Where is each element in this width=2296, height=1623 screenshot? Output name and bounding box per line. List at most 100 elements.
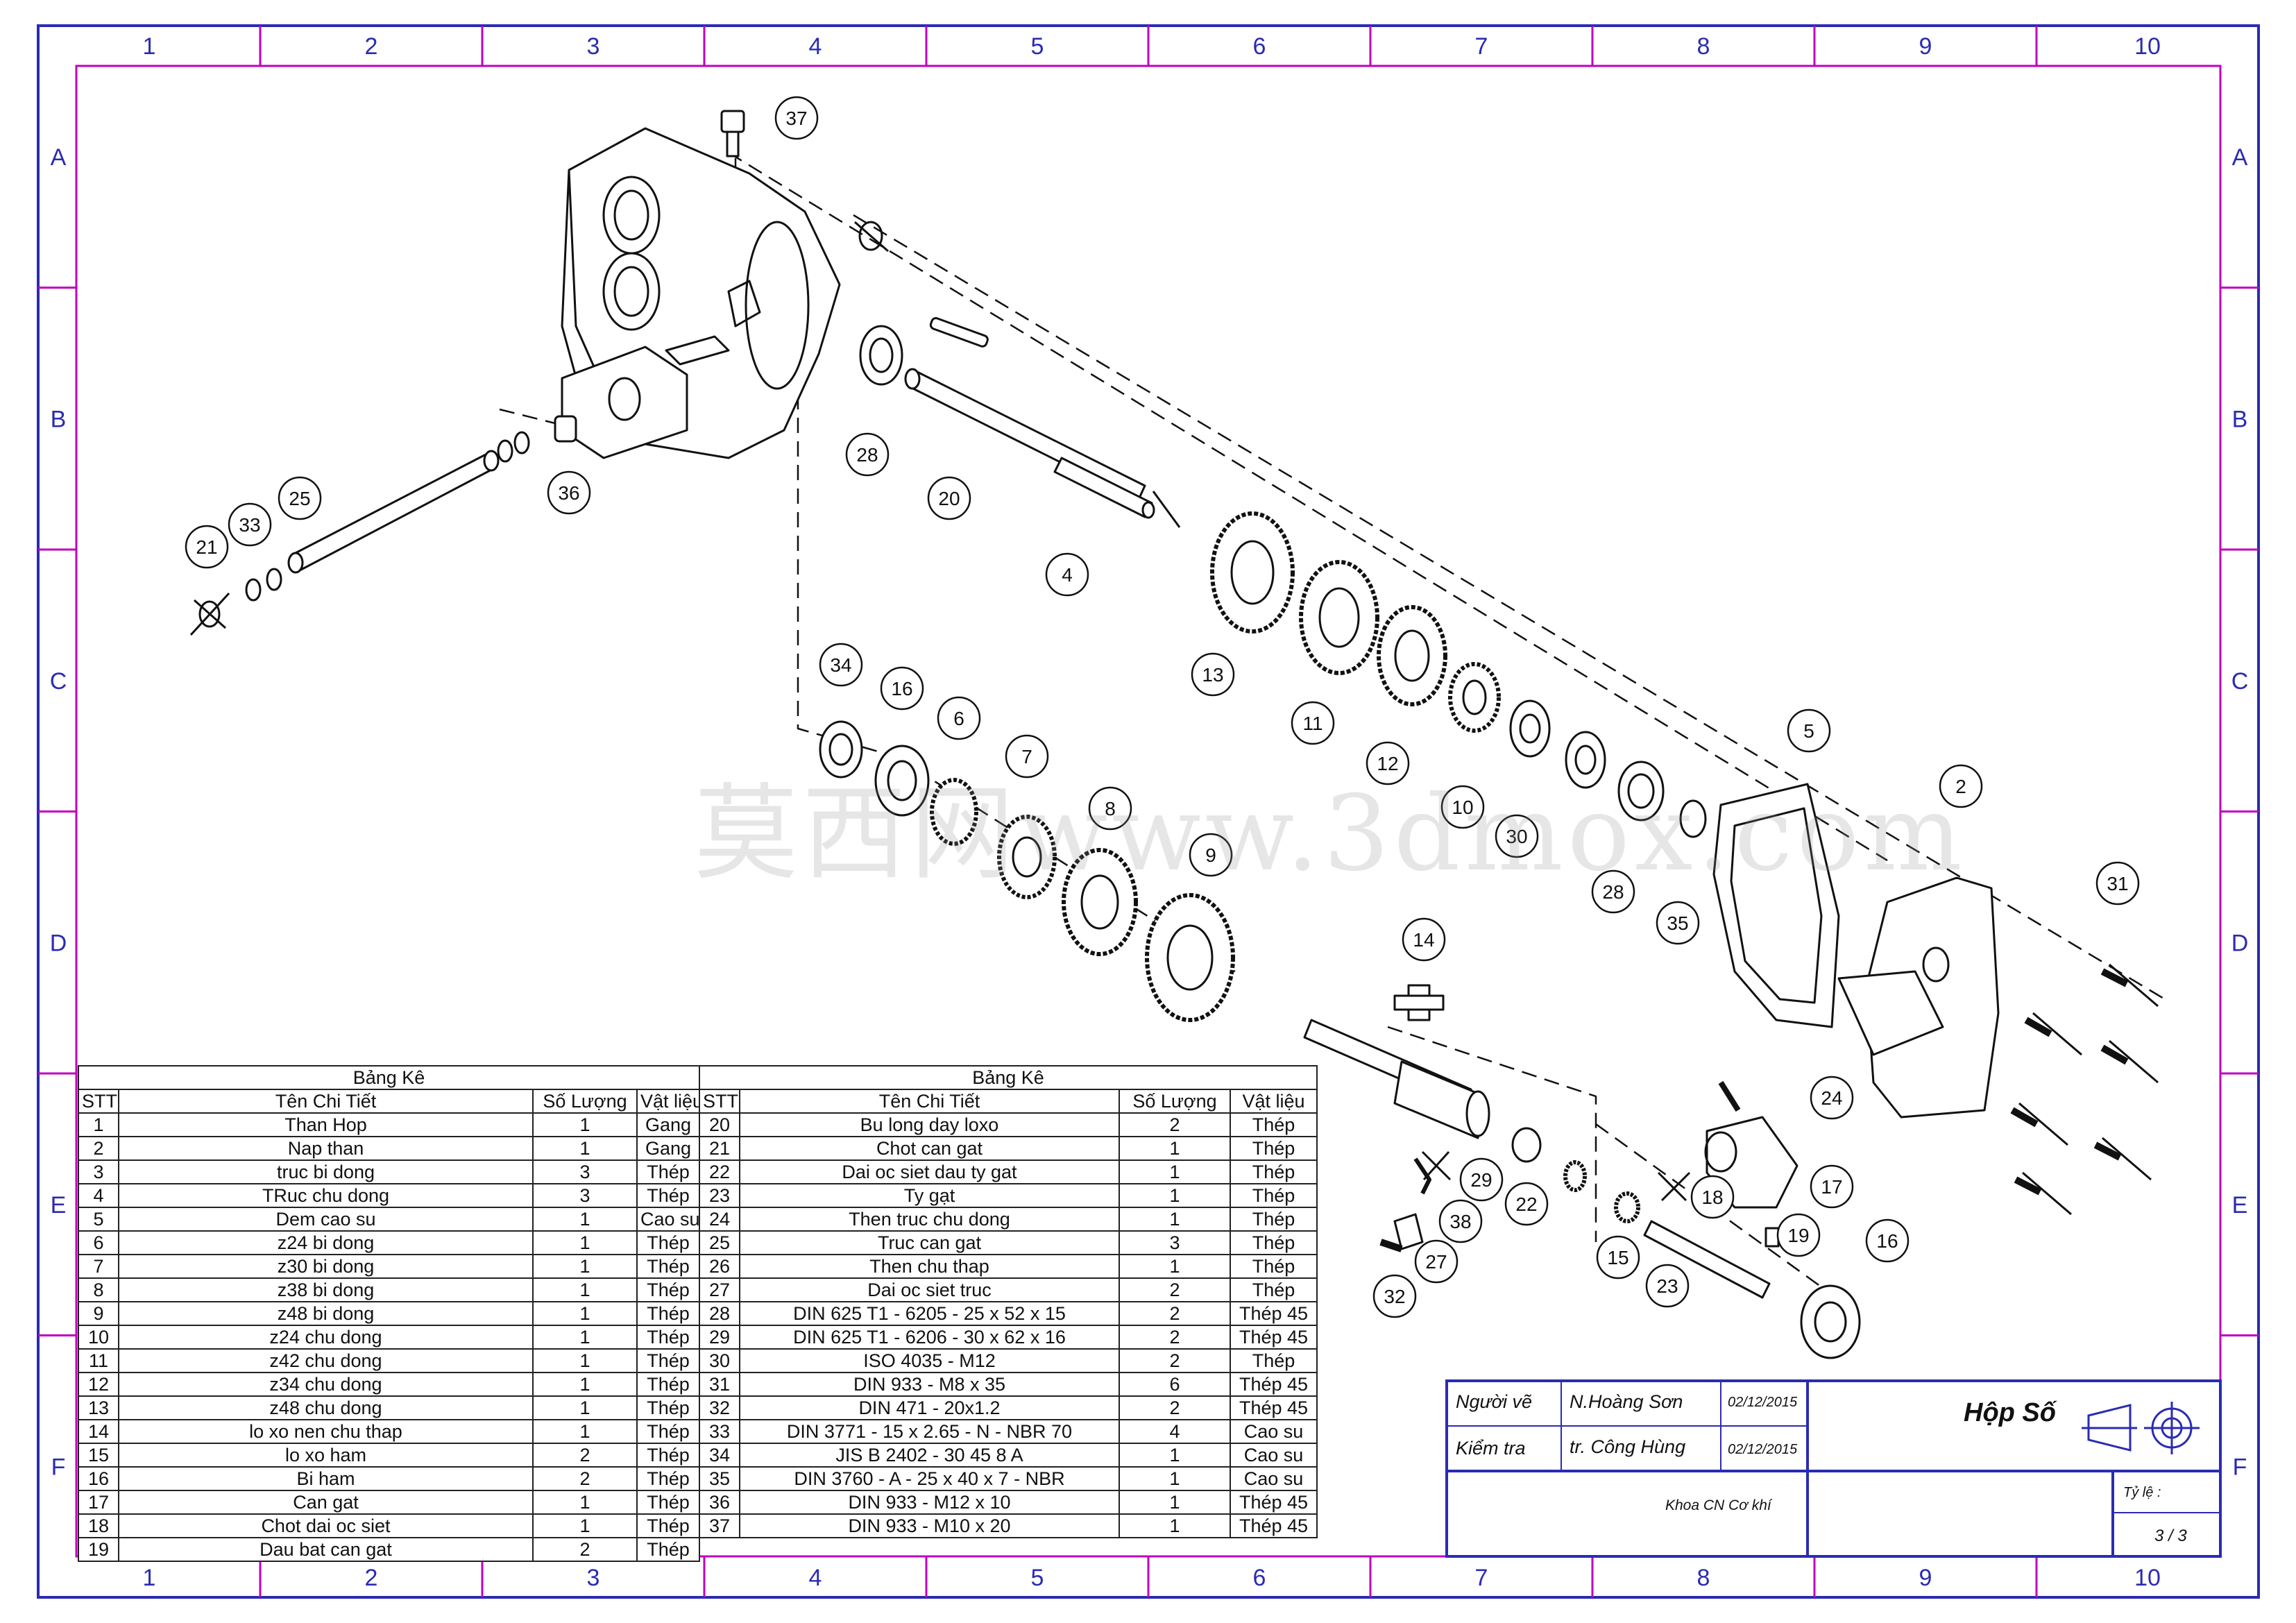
balloon-label: 28 (856, 444, 878, 466)
cell-material: Thép (636, 1372, 701, 1397)
balloon-circle (1504, 1182, 1549, 1226)
cell-stt: 22 (699, 1159, 740, 1184)
cell-name: Than Hop (118, 1112, 534, 1137)
zone-column-label: 8 (1697, 33, 1710, 60)
balloon-28: 28 (845, 432, 890, 477)
header-material: Vật liệu (636, 1089, 701, 1114)
balloon-circle (819, 643, 863, 687)
balloon-label: 32 (1384, 1286, 1405, 1307)
zone-column-label: 9 (1919, 1565, 1932, 1591)
cell-material: Gang (636, 1136, 701, 1161)
parts-list-left: Bảng Kê STT Tên Chi Tiết Số Lượng Vật li… (77, 1065, 701, 1562)
cell-name: Can gat (118, 1490, 534, 1515)
cell-material: Thép (636, 1277, 701, 1302)
cell-material: Cao su (636, 1207, 701, 1232)
balloon-circle (1939, 764, 1983, 808)
balloon-label: 21 (196, 536, 217, 558)
cell-qty: 2 (1119, 1301, 1231, 1326)
cell-name: lo xo ham (118, 1443, 534, 1468)
balloon-label: 13 (1202, 664, 1223, 686)
driven-shaft (1303, 984, 1861, 1359)
cell-stt: 19 (78, 1537, 119, 1562)
balloon-circle (1865, 1218, 1910, 1263)
zone-column-label: 1 (143, 1565, 156, 1591)
cell-qty: 3 (532, 1183, 638, 1208)
cell-qty: 1 (532, 1207, 638, 1232)
zone-column-label: 6 (1253, 33, 1266, 60)
cell-material: Thép (636, 1419, 701, 1444)
balloon-label: 28 (1602, 881, 1624, 903)
balloon-circle (937, 696, 981, 740)
balloon-label: 23 (1656, 1275, 1678, 1297)
balloon-38: 38 (1438, 1199, 1483, 1243)
balloon-circle (1438, 1199, 1483, 1243)
cell-name: Dau bat can gat (118, 1537, 534, 1562)
cell-material: Thép (636, 1348, 701, 1373)
balloon-circle (2095, 861, 2140, 906)
housing (561, 127, 841, 459)
cell-name: DIN 933 - M8 x 35 (739, 1372, 1120, 1397)
zone-row-label: C (50, 668, 67, 695)
balloon-14: 14 (1402, 917, 1446, 962)
balloon-label: 19 (1787, 1225, 1809, 1246)
balloon-5: 5 (1787, 708, 1831, 753)
cell-stt: 12 (78, 1372, 119, 1397)
cell-name: z24 chu dong (118, 1325, 534, 1350)
balloon-label: 9 (1205, 844, 1216, 866)
cell-name: Bu long day loxo (739, 1112, 1120, 1137)
balloon-circle (1645, 1264, 1690, 1308)
balloon-8: 8 (1088, 786, 1132, 831)
balloon-circle (228, 502, 272, 547)
cell-name: Chot can gat (739, 1136, 1120, 1161)
balloon-25: 25 (278, 476, 322, 520)
cell-material: Cao su (1229, 1466, 1318, 1491)
balloon-32: 32 (1372, 1274, 1417, 1318)
balloon-circle (1088, 786, 1132, 831)
balloon-label: 8 (1105, 798, 1116, 819)
zone-column-label: 7 (1475, 33, 1488, 60)
cell-name: z48 chu dong (118, 1395, 534, 1420)
cell-name: Ty gạt (739, 1183, 1120, 1208)
cell-material: Thép (1229, 1230, 1318, 1255)
zone-row-label: B (51, 406, 67, 432)
cell-stt: 6 (78, 1230, 119, 1255)
balloon-label: 29 (1470, 1169, 1492, 1191)
balloon-circle (1690, 1175, 1735, 1219)
zone-column-label: 5 (1031, 1565, 1044, 1591)
balloon-label: 33 (239, 514, 260, 536)
cell-material: Thép 45 (1229, 1490, 1318, 1515)
cell-qty: 2 (532, 1466, 638, 1491)
cell-name: Chot dai oc siet (118, 1513, 534, 1538)
balloon-circle (1810, 1164, 1854, 1209)
zone-row-label: B (2232, 406, 2248, 432)
cell-name: DIN 625 T1 - 6206 - 30 x 62 x 16 (739, 1325, 1120, 1350)
cell-name: DIN 625 T1 - 6205 - 25 x 52 x 15 (739, 1301, 1120, 1326)
balloon-label: 25 (289, 488, 310, 509)
balloon-label: 16 (1876, 1230, 1898, 1252)
zone-column-label: 2 (365, 1565, 378, 1591)
header-qty: Số Lượng (532, 1089, 638, 1114)
cell-qty: 1 (532, 1136, 638, 1161)
drive-shaft (854, 221, 1181, 528)
balloon-label: 15 (1607, 1247, 1629, 1268)
balloon-16: 16 (880, 666, 924, 711)
cell-qty: 2 (1119, 1277, 1231, 1302)
cell-stt: 3 (78, 1159, 119, 1184)
drive-gears (1210, 511, 1707, 838)
cell-stt: 13 (78, 1395, 119, 1420)
balloon-33: 33 (228, 502, 272, 547)
cell-material: Thép (1229, 1183, 1318, 1208)
balloon-label: 16 (891, 678, 912, 699)
cell-material: Thép (1229, 1159, 1318, 1184)
